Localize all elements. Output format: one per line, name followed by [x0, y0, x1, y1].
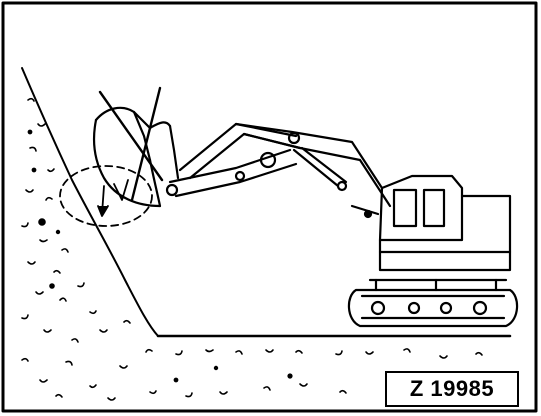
- excavator-boom: [236, 124, 390, 206]
- outer-frame: [3, 3, 536, 411]
- excavator-tracks: [349, 280, 517, 326]
- excavator-body: [352, 176, 510, 270]
- prohibited-x: [100, 88, 162, 200]
- figure-reference-code: Z 19985: [385, 371, 519, 407]
- rubble: [22, 99, 482, 400]
- bucket: [94, 108, 178, 206]
- excavator-arm: [167, 124, 300, 196]
